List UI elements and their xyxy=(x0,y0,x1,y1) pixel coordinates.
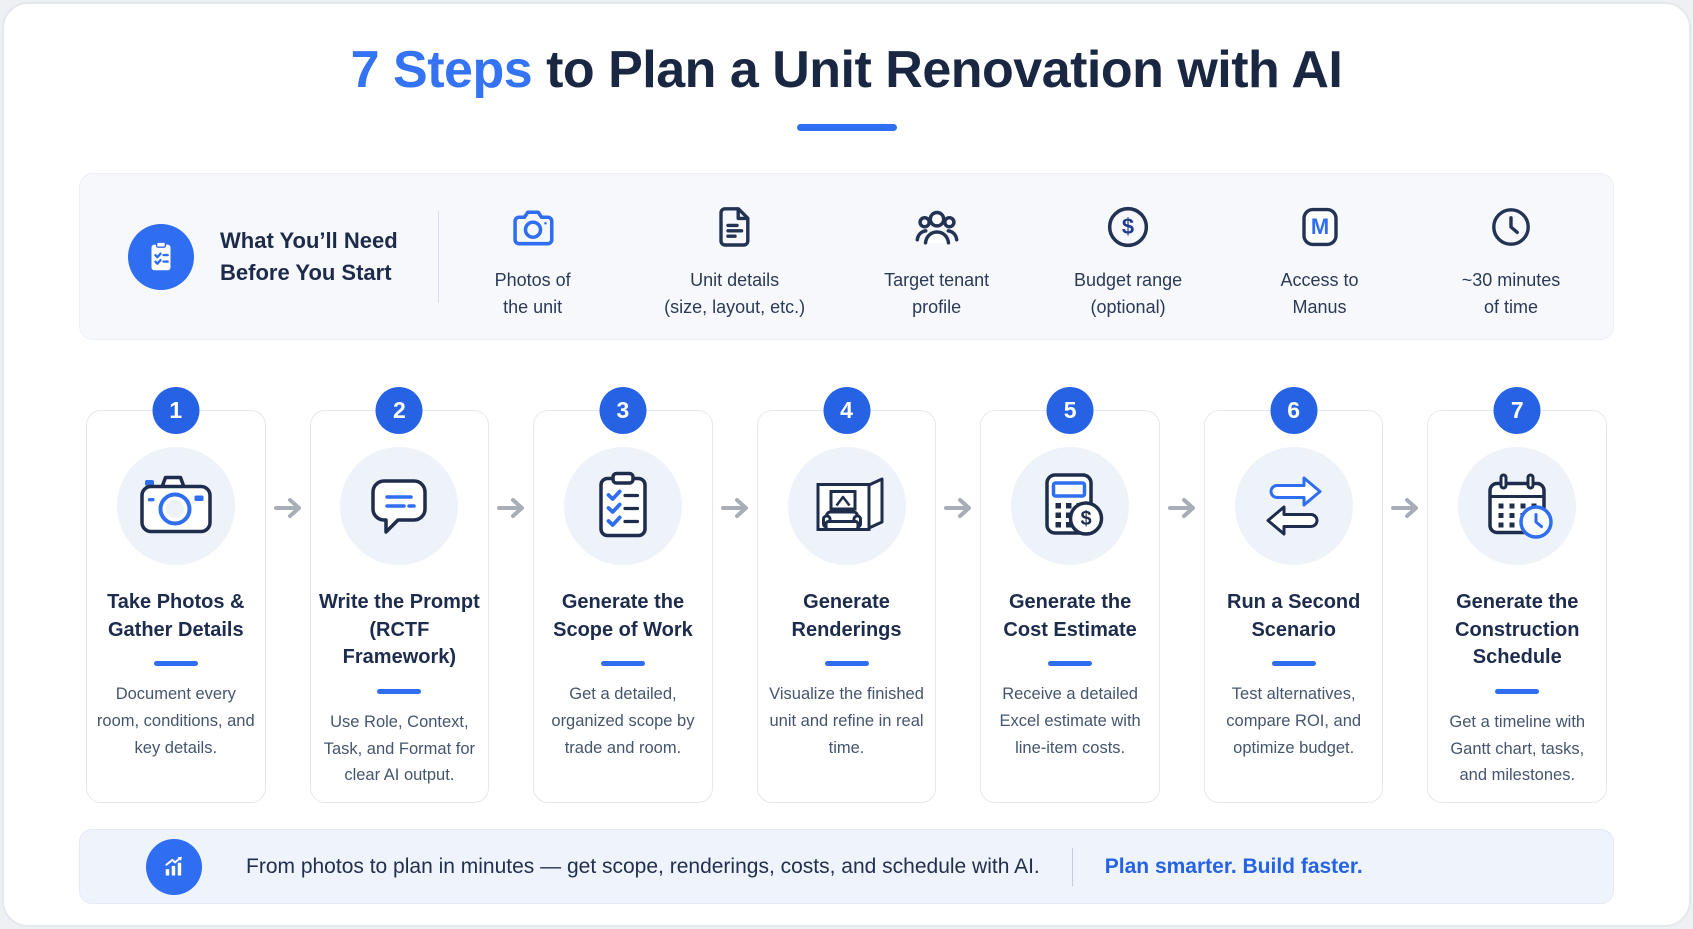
step-card-7: 7 Generate the Construction Schedule Get… xyxy=(1427,387,1608,803)
requirements-panel: What You’ll Need Before You Start Photos… xyxy=(79,173,1614,340)
step-divider xyxy=(153,661,198,667)
steps-row: 1 Take Photos & Gather Details Document … xyxy=(86,387,1608,803)
step-number-badge: 5 xyxy=(1046,387,1094,434)
title-underline xyxy=(796,124,897,131)
requirement-budget: $ Budget range (optional) xyxy=(1068,201,1188,321)
step-number-badge: 7 xyxy=(1493,387,1541,434)
step-arrow-icon xyxy=(1160,410,1204,803)
svg-text:$: $ xyxy=(1122,214,1134,239)
step-description: Document every room, conditions, and key… xyxy=(96,685,255,757)
checklist-badge-icon xyxy=(128,223,194,290)
step-card-2: 2 Write the Prompt (RCTF Framework) Use … xyxy=(309,387,490,803)
clock-icon xyxy=(1487,201,1535,253)
footer-divider xyxy=(1071,847,1073,886)
step-number-badge: 6 xyxy=(1270,387,1318,434)
document-icon xyxy=(711,201,759,253)
page-title-highlight: 7 Steps xyxy=(350,41,533,99)
step-arrow-icon xyxy=(1383,410,1427,803)
camera-icon xyxy=(508,201,558,253)
header: 7 Steps to Plan a Unit Renovation with A… xyxy=(4,4,1689,131)
requirements-heading: What You’ll Need Before You Start xyxy=(220,225,398,289)
requirement-label: Access to Manus xyxy=(1280,269,1359,317)
step-divider xyxy=(377,688,422,694)
step-title: Generate the Scope of Work xyxy=(553,591,693,641)
step-description: Test alternatives, compare ROI, and opti… xyxy=(1226,685,1362,757)
requirement-label: Budget range (optional) xyxy=(1074,269,1183,317)
page-title-rest: to Plan a Unit Renovation with AI xyxy=(532,41,1343,99)
requirements-heading-line2: Before You Start xyxy=(220,259,392,285)
footer-tagline: Plan smarter. Build faster. xyxy=(1104,854,1363,878)
svg-text:$: $ xyxy=(1081,508,1092,530)
requirement-label: Target tenant profile xyxy=(884,269,990,317)
manus-icon: M xyxy=(1296,201,1344,253)
schedule-icon xyxy=(1458,447,1577,565)
step-description: Use Role, Context, Task, and Format for … xyxy=(323,712,476,785)
step-card-4: 4 Generate Renderings Visualize the fini… xyxy=(756,387,937,803)
requirements-list: Photos of the unit Unit details xyxy=(473,193,1571,321)
page-title: 7 Steps to Plan a Unit Renovation with A… xyxy=(4,40,1689,100)
step-title: Run a Second Scenario xyxy=(1227,591,1361,641)
step-divider xyxy=(1271,661,1316,667)
step-number-badge: 3 xyxy=(599,387,647,434)
step-title: Generate the Cost Estimate xyxy=(1003,591,1137,641)
step-description: Visualize the finished unit and refine i… xyxy=(769,685,924,757)
requirement-photos: Photos of the unit xyxy=(473,201,593,321)
requirement-unit-details: Unit details (size, layout, etc.) xyxy=(664,201,805,321)
step-title: Generate Renderings xyxy=(791,591,902,641)
requirement-label: Unit details (size, layout, etc.) xyxy=(664,269,806,317)
requirement-time: ~30 minutes of time xyxy=(1451,201,1571,321)
calculator-icon: $ xyxy=(1011,447,1130,565)
swap-arrows-icon xyxy=(1234,447,1353,565)
step-divider xyxy=(824,661,869,667)
requirements-heading-group: What You’ll Need Before You Start xyxy=(128,223,398,290)
step-number-badge: 4 xyxy=(823,387,871,434)
camera-icon xyxy=(116,447,235,565)
step-title: Write the Prompt (RCTF Framework) xyxy=(318,591,480,669)
step-description: Get a detailed, organized scope by trade… xyxy=(551,685,695,757)
step-arrow-icon xyxy=(713,410,757,803)
step-title: Generate the Construction Schedule xyxy=(1455,591,1580,669)
requirement-manus: M Access to Manus xyxy=(1260,201,1380,321)
step-card-5: 5 $ Generate the Cost Estimate Receive a… xyxy=(980,387,1160,803)
requirements-heading-line1: What You’ll Need xyxy=(220,227,398,253)
step-arrow-icon xyxy=(489,410,533,803)
svg-text:M: M xyxy=(1310,214,1328,239)
vertical-divider xyxy=(437,210,439,303)
requirement-label: ~30 minutes of time xyxy=(1461,269,1561,317)
budget-icon: $ xyxy=(1103,201,1153,253)
requirement-label: Photos of the unit xyxy=(494,269,571,317)
step-number-badge: 2 xyxy=(375,387,423,434)
step-card-6: 6 Run a Second Scenario Test alternative… xyxy=(1203,387,1384,803)
step-card-1: 1 Take Photos & Gather Details Document … xyxy=(86,387,266,803)
step-card-3: 3 Generate the Scope of Work Get a detai… xyxy=(533,387,713,803)
step-arrow-icon xyxy=(936,410,980,803)
step-divider xyxy=(1495,688,1540,694)
footer-bar: From photos to plan in minutes — get sco… xyxy=(79,829,1614,904)
step-number-badge: 1 xyxy=(152,387,200,434)
step-divider xyxy=(1048,661,1093,667)
tenants-icon xyxy=(911,201,963,253)
growth-chart-icon xyxy=(146,838,202,895)
room-rendering-icon xyxy=(787,447,906,565)
step-arrow-icon xyxy=(266,410,310,803)
requirement-tenant-profile: Target tenant profile xyxy=(877,201,997,321)
step-description: Get a timeline with Gantt chart, tasks, … xyxy=(1449,712,1586,785)
step-title: Take Photos & Gather Details xyxy=(107,591,245,641)
step-divider xyxy=(600,661,645,667)
checklist-icon xyxy=(563,447,682,565)
prompt-bubble-icon xyxy=(340,447,459,565)
step-description: Receive a detailed Excel estimate with l… xyxy=(999,685,1141,757)
footer-message: From photos to plan in minutes — get sco… xyxy=(246,854,1040,878)
